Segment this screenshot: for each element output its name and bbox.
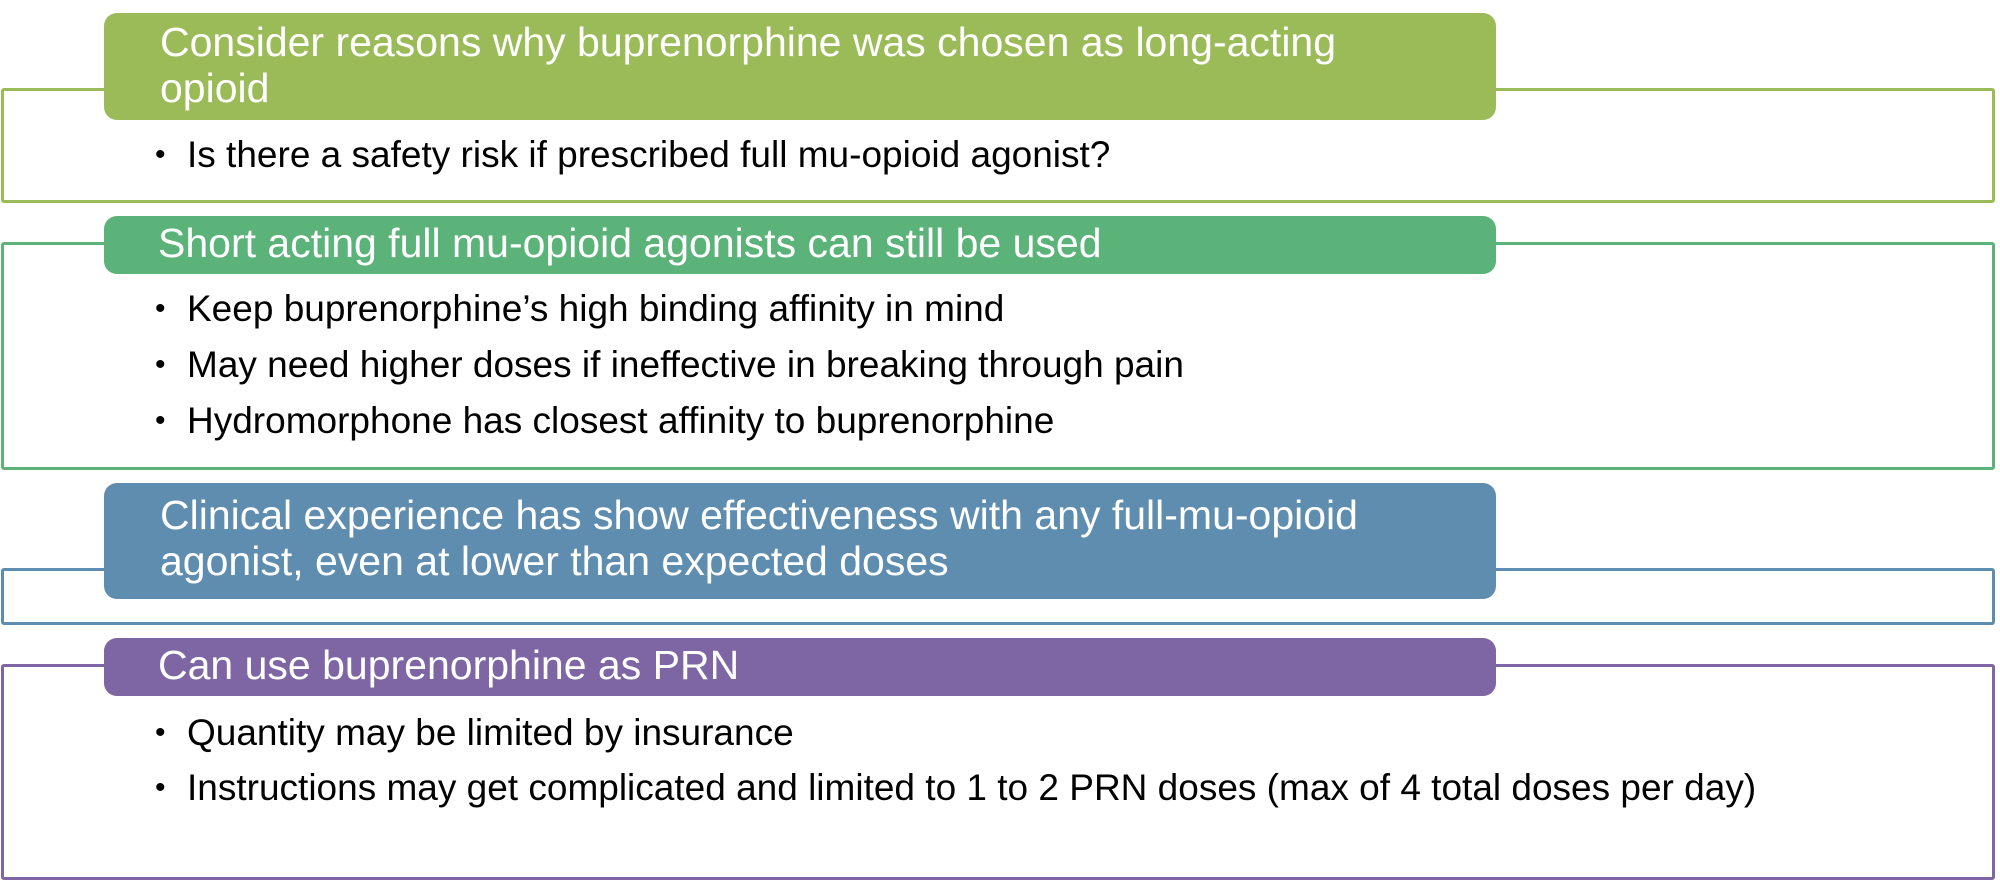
bullet-dot-icon: • (155, 771, 166, 804)
bullet-dot-icon: • (155, 348, 166, 381)
block-header: Consider reasons why buprenorphine was c… (104, 13, 1496, 120)
block-header: Can use buprenorphine as PRN (104, 638, 1496, 696)
bullet-dot-icon: • (155, 292, 166, 325)
block-header: Clinical experience has show effectivene… (104, 483, 1496, 599)
bullet-dot-icon: • (155, 404, 166, 437)
bullet-dot-icon: • (155, 138, 166, 171)
block-frame (1, 664, 1995, 880)
block-header: Short acting full mu-opioid agonists can… (104, 216, 1496, 274)
block-frame (1, 242, 1995, 470)
bullet-dot-icon: • (155, 716, 166, 749)
